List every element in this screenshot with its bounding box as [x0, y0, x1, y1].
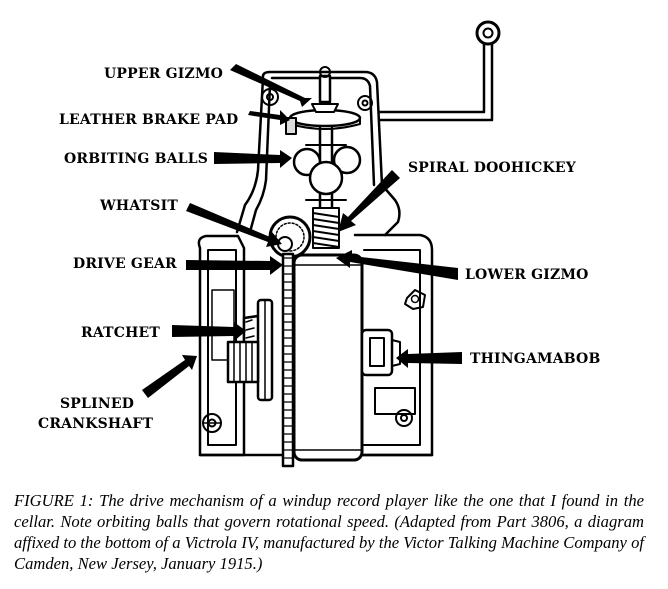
label-upper-gizmo: UPPER GIZMO — [104, 66, 224, 82]
label-leather-brake-pad: LEATHER BRAKE PAD — [59, 112, 239, 128]
leader-arrows — [142, 64, 462, 398]
arrow-lower-gizmo — [336, 250, 458, 280]
arrow-thingamabob — [396, 349, 462, 368]
arrow-whatsit — [186, 203, 282, 247]
label-whatsit: WHATSIT — [100, 198, 178, 214]
label-drive-gear: DRIVE GEAR — [73, 256, 177, 272]
arrow-drive-gear — [186, 256, 283, 275]
orbiting-balls-part — [292, 145, 362, 196]
arrow-leather-brake-pad — [248, 110, 290, 125]
mechanism-drawing — [142, 20, 501, 468]
leather-brake-pad-part — [285, 117, 297, 135]
label-orbiting-balls: ORBITING BALLS — [64, 151, 209, 167]
arrow-splined-crankshaft — [142, 355, 197, 398]
arrow-spiral-doohickey — [338, 170, 400, 232]
figure-caption: FIGURE 1: The drive mechanism of a windu… — [14, 491, 644, 573]
arrow-upper-gizmo — [230, 64, 312, 107]
crank-handle — [378, 20, 501, 122]
label-thingamabob: THINGAMABOB — [470, 351, 601, 367]
arrow-ratchet — [172, 322, 246, 341]
arrow-orbiting-balls — [214, 150, 292, 168]
label-ratchet: RATCHET — [81, 325, 161, 341]
label-spiral-doohickey: SPIRAL DOOHICKEY — [408, 160, 576, 176]
spiral-doohickey-part — [312, 207, 340, 249]
label-splined: SPLINED — [60, 396, 135, 412]
upper-frame — [235, 70, 401, 237]
label-lower-gizmo: LOWER GIZMO — [465, 267, 589, 283]
upper-gizmo-part — [288, 66, 362, 130]
lower-gizmo-part — [292, 253, 364, 462]
splined-crankshaft-part — [226, 340, 260, 384]
label-crankshaft: CRANKSHAFT — [38, 416, 154, 432]
drive-gear-part — [281, 252, 295, 468]
thingamabob-part — [360, 328, 401, 377]
